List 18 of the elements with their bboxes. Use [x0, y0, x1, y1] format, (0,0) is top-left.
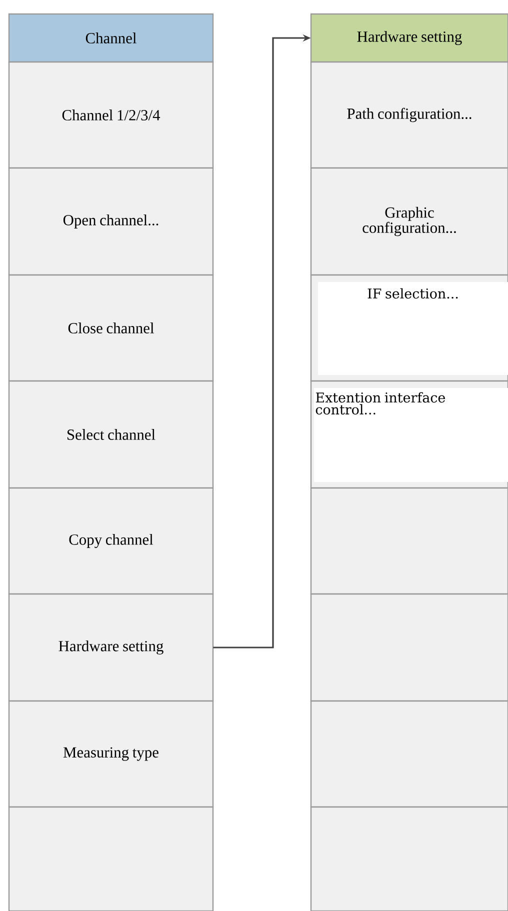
header-cell: Channel — [8, 13, 214, 63]
menu-cell: Channel 1/2/3/4 — [8, 61, 214, 169]
menu-cell: Close channel — [8, 274, 214, 382]
menu-cell: Extention interface control... — [310, 380, 508, 489]
empty-cell — [310, 487, 508, 595]
empty-cell — [310, 806, 508, 911]
menu-cell: Path configuration... — [310, 61, 508, 169]
menu-cell: Graphic configuration... — [310, 167, 508, 276]
empty-cell — [310, 700, 508, 808]
empty-cell — [310, 593, 508, 702]
empty-cell — [8, 806, 214, 911]
menu-cell: IF selection... — [310, 274, 508, 382]
menu-cell: Open channel... — [8, 167, 214, 276]
menu-cell: Copy channel — [8, 487, 214, 595]
header-cell: Hardware setting — [310, 13, 508, 63]
menu-cell: Hardware setting — [8, 593, 214, 702]
menu-cell: Measuring type — [8, 700, 214, 808]
menu-cell: Select channel — [8, 380, 214, 489]
